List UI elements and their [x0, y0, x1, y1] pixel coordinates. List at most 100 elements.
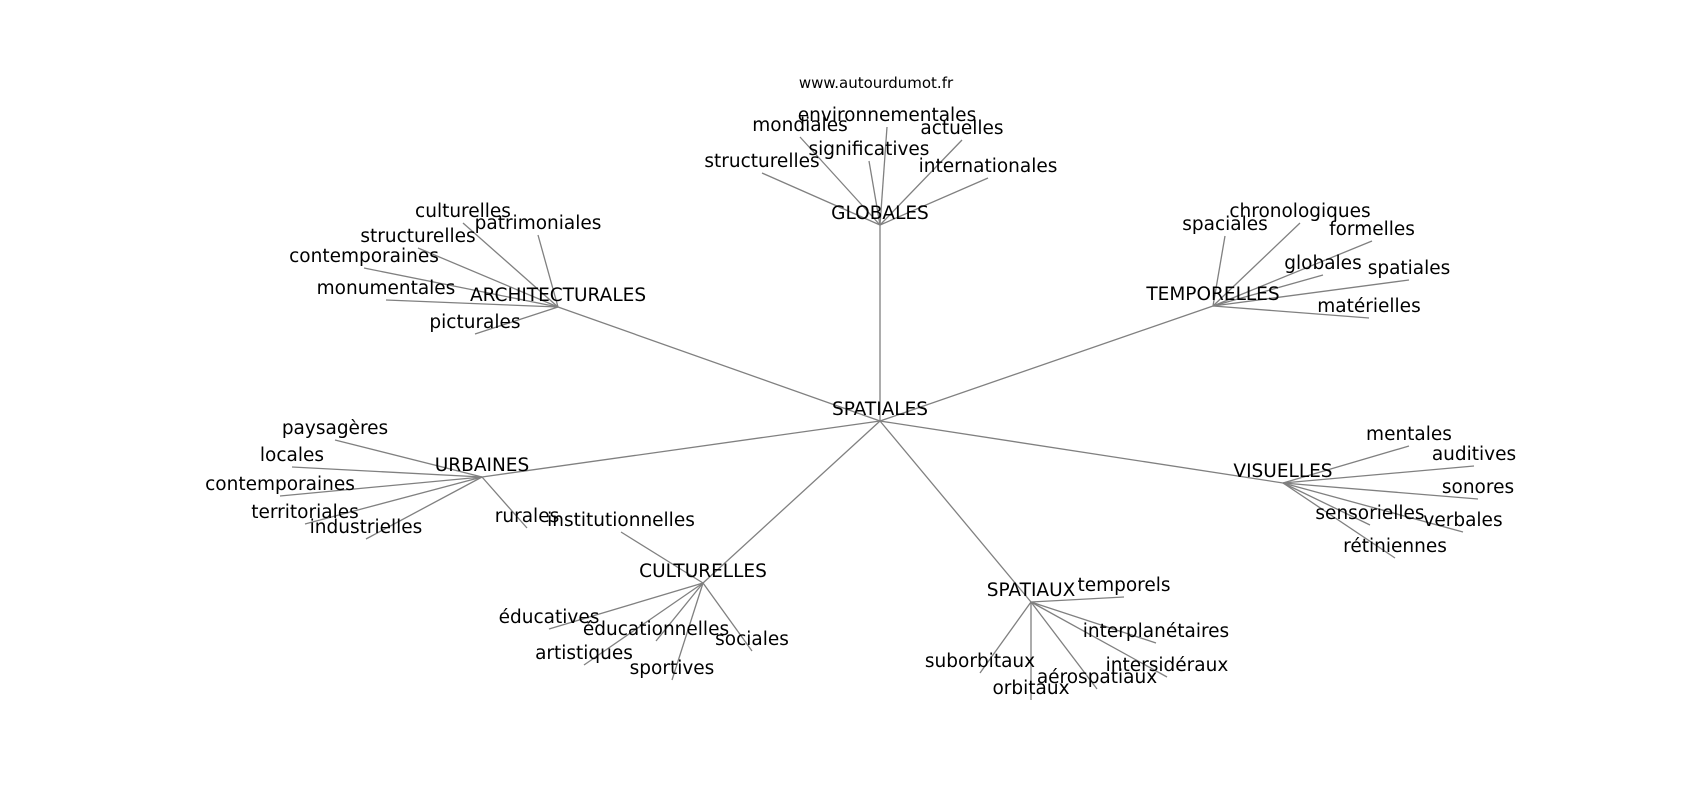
leaf-node-label[interactable]: contemporaines: [205, 474, 355, 495]
edge-hub-to-leaf: [365, 476, 483, 540]
edge-hub-to-leaf: [868, 160, 881, 226]
hub-node-label[interactable]: TEMPORELLES: [1145, 284, 1279, 305]
edge-hub-to-leaf: [279, 476, 483, 497]
leaf-node-label[interactable]: patrimoniales: [475, 213, 602, 234]
hub-node-label[interactable]: SPATIAUX: [987, 580, 1076, 601]
leaf-node-label[interactable]: significatives: [809, 139, 930, 160]
hub-node-label[interactable]: CULTURELLES: [639, 561, 767, 582]
edge-hub-to-leaf: [879, 126, 888, 226]
edge-hub-to-leaf: [417, 247, 559, 308]
edge-center-to-hub: [879, 420, 1284, 484]
leaf-node-label[interactable]: structurelles: [704, 151, 819, 172]
edge-hub-to-leaf: [304, 476, 483, 525]
leaf-node-label[interactable]: structurelles: [360, 226, 475, 247]
hub-node-label[interactable]: GLOBALES: [831, 203, 929, 224]
edge-hub-to-leaf: [1030, 601, 1098, 690]
leaf-node-label[interactable]: territoriales: [251, 502, 358, 523]
leaf-node-label[interactable]: culturelles: [415, 201, 511, 222]
leaf-node-label[interactable]: contemporaines: [289, 246, 439, 267]
edge-hub-to-leaf: [334, 439, 483, 478]
leaf-node-label[interactable]: matérielles: [1317, 296, 1420, 317]
edge-hub-to-leaf: [879, 177, 989, 226]
edge-hub-to-leaf: [879, 139, 963, 226]
leaf-node-label[interactable]: aérospatiaux: [1037, 667, 1157, 688]
leaf-node-label[interactable]: locales: [260, 445, 324, 466]
edge-hub-to-leaf: [620, 531, 704, 584]
edge-hub-to-leaf: [1030, 601, 1168, 678]
edge-hub-to-leaf: [1282, 482, 1479, 500]
leaf-node-label[interactable]: internationales: [919, 156, 1058, 177]
edge-hub-to-leaf: [1212, 235, 1226, 307]
leaf-node-label[interactable]: picturales: [429, 312, 520, 333]
edge-hub-to-leaf: [291, 466, 483, 478]
leaf-node-label[interactable]: sonores: [1442, 477, 1514, 498]
edge-hub-to-leaf: [1212, 274, 1324, 307]
edge-hub-to-leaf: [979, 601, 1032, 674]
leaf-node-label[interactable]: spaciales: [1182, 214, 1268, 235]
leaf-node-label[interactable]: sportives: [630, 658, 715, 679]
edge-hub-to-leaf: [799, 136, 881, 226]
edge-hub-to-leaf: [583, 582, 704, 666]
leaf-node-label[interactable]: orbitaux: [992, 678, 1069, 699]
leaf-node-label[interactable]: mentales: [1366, 424, 1452, 445]
edge-hub-to-leaf: [1212, 305, 1370, 319]
leaf-node-label[interactable]: industrielles: [310, 517, 423, 538]
graph-edges: [279, 126, 1479, 700]
leaf-node-label[interactable]: chronologiques: [1229, 201, 1370, 222]
leaf-node-label[interactable]: suborbitaux: [925, 651, 1035, 672]
leaf-node-label[interactable]: paysagères: [282, 418, 388, 439]
leaf-node-label[interactable]: verbales: [1423, 510, 1502, 531]
edge-hub-to-leaf: [385, 299, 559, 308]
edge-hub-to-leaf: [1212, 279, 1410, 307]
leaf-node-label[interactable]: spatiales: [1368, 258, 1451, 279]
edge-hub-to-leaf: [1030, 596, 1125, 603]
site-watermark: www.autourdumot.fr: [799, 74, 954, 92]
leaf-node-label[interactable]: rétiniennes: [1343, 536, 1447, 557]
leaf-node-label[interactable]: sensorielles: [1315, 503, 1424, 524]
leaf-node-label[interactable]: institutionnelles: [547, 510, 695, 531]
leaf-node-label[interactable]: intersidéraux: [1106, 655, 1229, 676]
edge-center-to-hub: [879, 420, 1032, 603]
edge-hub-to-leaf: [761, 172, 881, 226]
edge-hub-to-leaf: [474, 306, 559, 335]
leaf-node-label[interactable]: interplanétaires: [1083, 621, 1229, 642]
edge-center-to-hub: [702, 420, 881, 584]
leaf-node-label[interactable]: auditives: [1432, 444, 1516, 465]
edge-hub-to-leaf: [1212, 222, 1301, 307]
leaf-node-label[interactable]: éducatives: [499, 607, 600, 628]
leaf-node-label[interactable]: mondiales: [752, 115, 847, 136]
edge-hub-to-leaf: [548, 582, 704, 630]
leaf-node-label[interactable]: temporels: [1077, 575, 1170, 596]
graph-labels: www.autourdumot.fr SPATIALES GLOBALES envi…: [205, 74, 1516, 699]
leaf-node-label[interactable]: éducationnelles: [583, 619, 729, 640]
edge-hub-to-leaf: [363, 267, 559, 308]
hub-node-label[interactable]: VISUELLES: [1233, 461, 1332, 482]
leaf-node-label[interactable]: formelles: [1329, 219, 1415, 240]
edge-hub-to-leaf: [1030, 601, 1157, 644]
hub-node-label[interactable]: ARCHITECTURALES: [470, 285, 646, 306]
edge-hub-to-leaf: [671, 582, 704, 681]
hub-node-label[interactable]: URBAINES: [435, 455, 529, 476]
leaf-node-label[interactable]: actuelles: [920, 118, 1003, 139]
edge-center-to-hub: [557, 306, 881, 422]
leaf-node-label[interactable]: rurales: [495, 506, 559, 527]
edge-hub-to-leaf: [537, 234, 559, 308]
leaf-node-label[interactable]: environnementales: [798, 105, 976, 126]
edge-hub-to-leaf: [655, 582, 704, 642]
edge-hub-to-leaf: [702, 582, 753, 652]
leaf-node-label[interactable]: sociales: [715, 629, 789, 650]
edge-center-to-hub: [481, 420, 881, 478]
edge-hub-to-leaf: [1282, 482, 1464, 533]
edge-center-to-hub: [879, 305, 1214, 422]
edge-hub-to-leaf: [462, 222, 559, 308]
edge-hub-to-leaf: [481, 476, 528, 529]
leaf-node-label[interactable]: globales: [1284, 253, 1361, 274]
edge-hub-to-leaf: [1282, 445, 1410, 484]
leaf-node-label[interactable]: monumentales: [317, 278, 456, 299]
edge-hub-to-leaf: [1212, 240, 1373, 307]
center-node-label[interactable]: SPATIALES: [832, 399, 928, 420]
edge-hub-to-leaf: [1282, 482, 1371, 526]
edge-hub-to-leaf: [1282, 465, 1475, 484]
leaf-node-label[interactable]: artistiques: [535, 643, 633, 664]
